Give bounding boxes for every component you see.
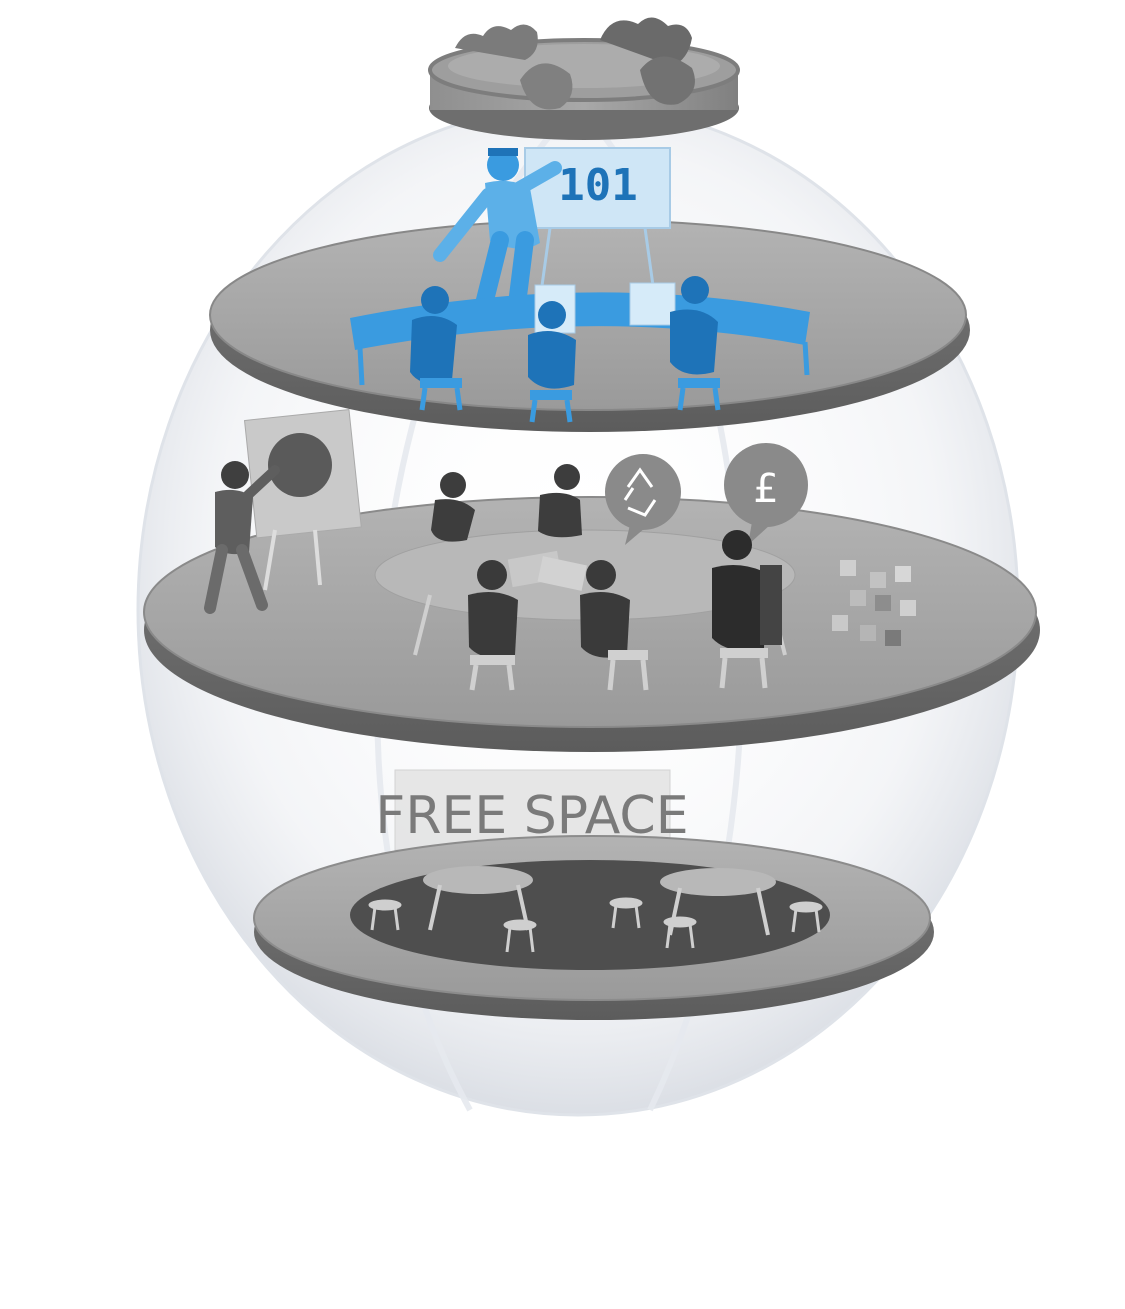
cafe-stools — [368, 897, 823, 953]
seated-figure-back-left — [431, 472, 475, 542]
sticky-notes — [832, 560, 916, 646]
top-cap — [428, 17, 740, 140]
student-figure-3 — [629, 276, 721, 411]
seated-figure-front-left — [468, 560, 518, 691]
bottom-level: FREE SPACE — [253, 769, 934, 1020]
cafe-tables — [423, 866, 776, 936]
speech-bubble-recycle — [605, 454, 681, 545]
pound-sign-icon: £ — [753, 466, 778, 512]
seated-figure-front-center — [580, 560, 649, 691]
board-text: 101 — [558, 160, 637, 211]
presentation-board: 101 — [524, 147, 671, 301]
plant-bushes — [455, 17, 695, 110]
top-level: 101 — [209, 147, 970, 432]
flipchart-presenter — [204, 409, 362, 614]
student-figure-2 — [528, 284, 576, 423]
student-desk — [350, 292, 810, 386]
speech-bubble-currency: £ — [724, 443, 808, 545]
student-figure-1 — [410, 286, 463, 411]
seated-figure-front-right — [712, 530, 782, 689]
seated-figure-back-right — [538, 464, 582, 538]
recycle-arrows-icon — [623, 467, 657, 517]
middle-level: £ — [143, 409, 1040, 752]
